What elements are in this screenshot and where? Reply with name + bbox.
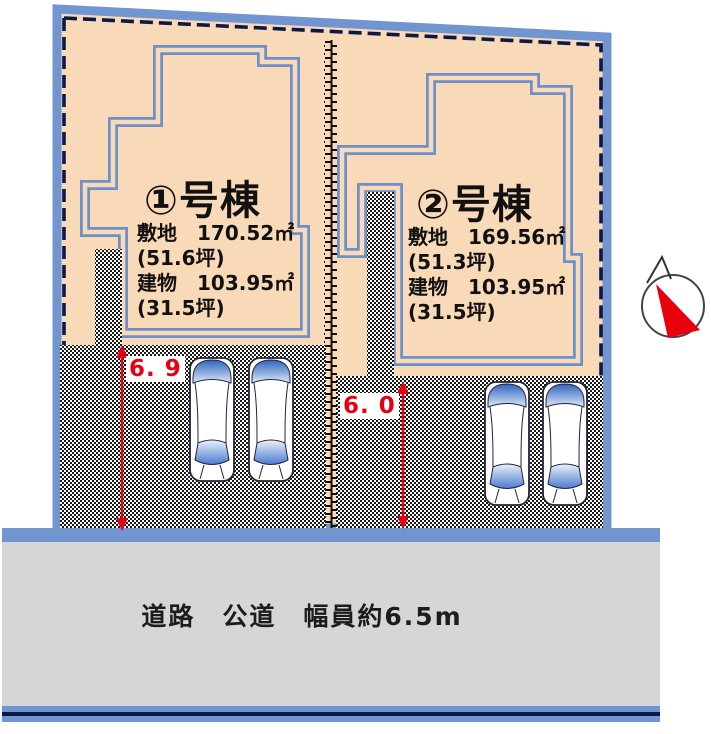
lot1-site-area: 敷地 170.52㎡ <box>137 221 295 245</box>
dimension-arrow-lot2 <box>397 381 409 529</box>
approach-strip-lot2 <box>367 192 394 378</box>
lot1-title: ①号棟 <box>144 178 261 224</box>
car-icon <box>248 357 294 482</box>
building1-outline <box>80 45 310 338</box>
dimension-arrow-lot1 <box>116 345 128 531</box>
lot1-building-area: 建物 103.95㎡ <box>137 271 295 295</box>
lot2-title: ②号棟 <box>416 182 533 228</box>
car-icon <box>189 357 235 482</box>
lot2-building-area: 建物 103.95㎡ <box>408 275 566 299</box>
lot2-site-tsubo: (51.3坪) <box>408 250 496 274</box>
lot2-building-tsubo: (31.5坪) <box>408 300 496 324</box>
lot2-site-area: 敷地 169.56㎡ <box>408 225 566 249</box>
road-label: 道路 公道 幅員約6.5m <box>141 602 463 631</box>
dim-label-lot2: 6. 0 <box>340 393 399 419</box>
lot-divider <box>324 40 337 528</box>
dim-label-lot1: 6. 9 <box>126 356 185 382</box>
lot2-details: 敷地 169.56㎡ (51.3坪) 建物 103.95㎡ (31.5坪) <box>408 225 565 325</box>
car-icon <box>484 381 530 506</box>
lot1-building-tsubo: (31.5坪) <box>137 296 225 320</box>
lot1-details: 敷地 170.52㎡ (51.6坪) 建物 103.95㎡ (31.5坪) <box>137 221 294 321</box>
road-band <box>2 528 660 722</box>
car-icon <box>542 381 588 506</box>
building2-outline <box>337 73 583 366</box>
approach-strip-lot1 <box>95 249 122 350</box>
north-arrow-icon <box>641 254 705 338</box>
lot1-site-tsubo: (51.6坪) <box>137 246 225 270</box>
